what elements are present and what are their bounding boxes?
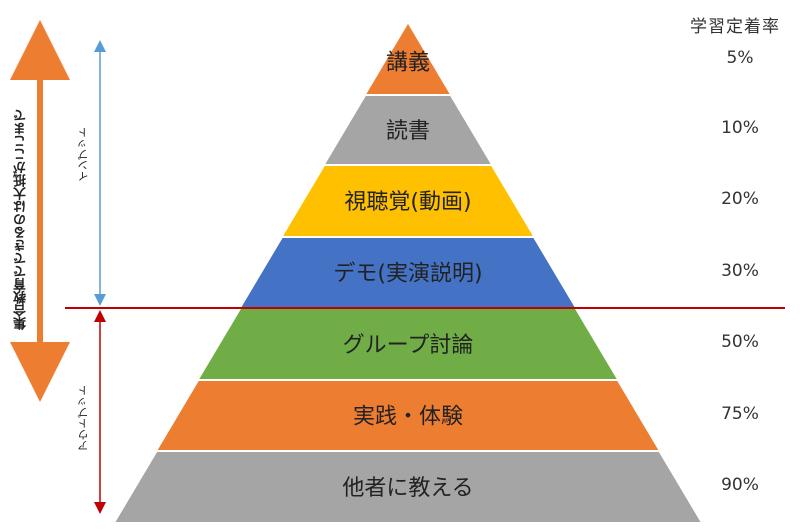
layer-label-2: 読書 bbox=[386, 119, 430, 144]
rate-value-2: 10% bbox=[721, 118, 759, 138]
rate-value-5: 50% bbox=[721, 332, 759, 352]
pyramid-layer-3 bbox=[283, 166, 533, 236]
layer-label-4: デモ(実演説明) bbox=[333, 262, 482, 287]
layer-label-1: 講義 bbox=[386, 51, 430, 76]
pyramid-layer-4 bbox=[241, 238, 575, 307]
input-label: インプット bbox=[77, 127, 90, 183]
layer-label-3: 視聴覚(動画) bbox=[344, 190, 471, 215]
layer-label-5: グループ討論 bbox=[343, 333, 474, 358]
rate-value-6: 75% bbox=[721, 403, 759, 424]
pyramid-layer-5 bbox=[199, 309, 617, 379]
rate-value-4: 30% bbox=[721, 260, 759, 281]
rate-header: 学習定着率 bbox=[690, 17, 780, 37]
pyramid-layer-2 bbox=[325, 96, 491, 164]
pyramid-layer-6 bbox=[157, 381, 659, 450]
pyramid-layer-7 bbox=[115, 452, 701, 522]
layer-label-6: 実践・体験 bbox=[353, 405, 463, 430]
rate-value-7: 90% bbox=[721, 475, 759, 495]
rate-value-1: 5% bbox=[726, 47, 754, 68]
output-label: アウトプット bbox=[77, 385, 90, 451]
rate-value-3: 20% bbox=[721, 189, 759, 209]
pyramid-layer-1 bbox=[366, 24, 450, 94]
layer-label-7: 他者に教える bbox=[342, 476, 473, 501]
group-education-label: 集合教育でできるのは大抵がここまで bbox=[14, 109, 29, 331]
